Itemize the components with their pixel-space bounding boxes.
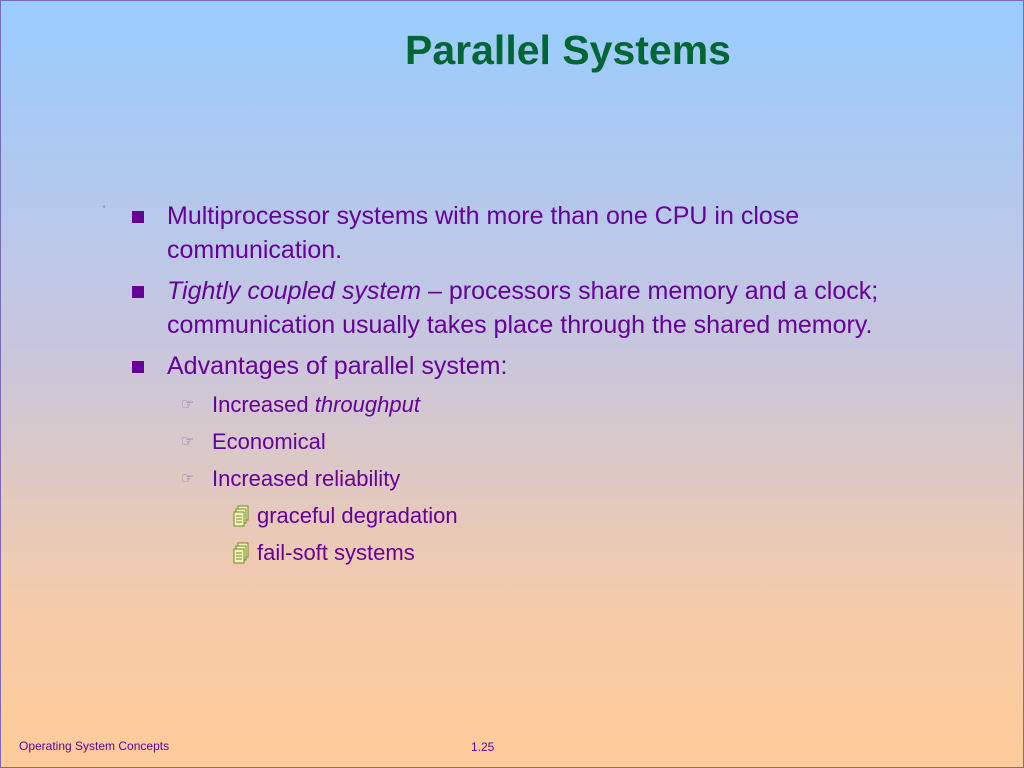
- square-bullet-icon: [132, 211, 144, 223]
- pointing-hand-icon: ☞: [181, 396, 195, 413]
- bullet-text: Multiprocessor systems with more than on…: [167, 202, 800, 264]
- pointing-hand-icon: ☞: [181, 433, 195, 450]
- sub-bullet-italic-text: throughput: [314, 392, 420, 417]
- bullet-text: – processors share memory and a clock; c…: [167, 277, 879, 339]
- footer-course-name: Operating System Concepts: [19, 739, 170, 753]
- sub-bullet-item: ☞ Increased throughput: [167, 390, 929, 420]
- bullet-item: Multiprocessor systems with more than on…: [129, 199, 929, 267]
- sub-bullet-text: Increased: [212, 392, 315, 417]
- bullet-item: Tightly coupled system – processors shar…: [129, 274, 929, 342]
- sub-bullet-item: ☞ Economical: [167, 427, 929, 457]
- stray-mark: ˚: [103, 205, 106, 214]
- square-bullet-icon: [132, 286, 144, 298]
- slide-content: Multiprocessor systems with more than on…: [129, 199, 929, 575]
- sub-sub-bullet-item: graceful degradation: [212, 501, 929, 531]
- sub-bullet-text: Increased reliability: [212, 466, 401, 491]
- pointing-hand-icon: ☞: [181, 470, 195, 487]
- sub-sub-bullet-item: fail-soft systems: [212, 538, 929, 568]
- sub-bullet-text: Economical: [212, 429, 326, 454]
- sub-sub-bullet-text: graceful degradation: [257, 503, 458, 528]
- square-bullet-icon: [132, 361, 144, 373]
- sub-bullet-item: ☞ Increased reliability: [167, 464, 929, 494]
- bullet-text: Advantages of parallel system:: [167, 352, 508, 380]
- bullet-item: Advantages of parallel system:: [129, 349, 929, 383]
- document-stack-icon: [233, 542, 249, 564]
- document-stack-icon: [233, 505, 249, 527]
- sub-sub-bullet-text: fail-soft systems: [257, 540, 415, 565]
- slide-title: Parallel Systems: [405, 27, 731, 73]
- bullet-italic-text: Tightly coupled system: [167, 277, 422, 305]
- footer-page-number: 1.25: [471, 740, 495, 754]
